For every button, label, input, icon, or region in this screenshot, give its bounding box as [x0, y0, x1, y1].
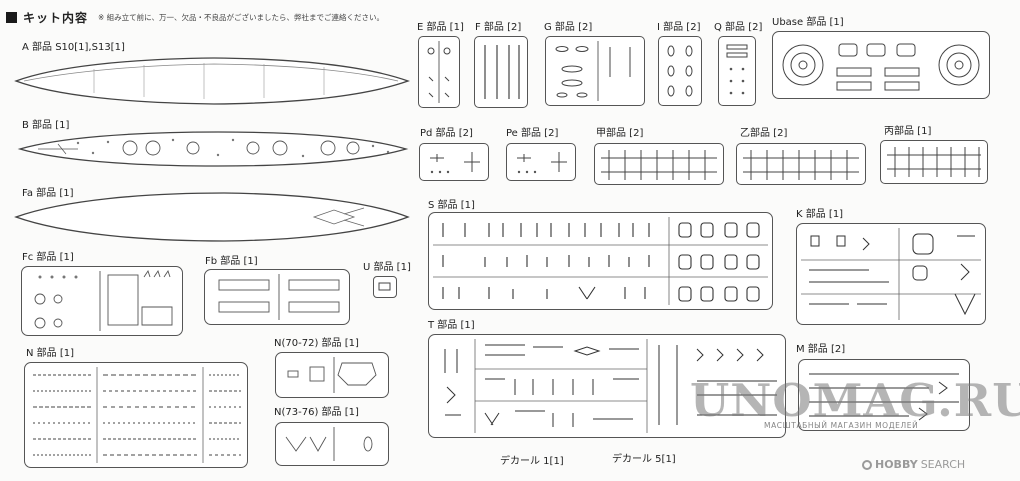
sprue-hei	[880, 140, 988, 184]
sprue-fb-parts	[218, 274, 340, 320]
sprue-f-parts	[484, 45, 520, 99]
label-part-i: I 部品 [2]	[657, 22, 701, 33]
sprue-ko	[594, 143, 724, 185]
sprue-n70-72	[275, 352, 389, 398]
decal-label-5: デカール 5[1]	[612, 454, 676, 465]
label-part-u: U 部品 [1]	[363, 262, 411, 273]
hull-part-fa	[14, 192, 410, 242]
label-part-otsu: 乙部品 [2]	[740, 128, 788, 139]
sprue-pd-parts	[430, 152, 480, 174]
sprue-t-parts	[444, 339, 777, 433]
header-square-icon	[6, 12, 17, 23]
header-note: ※ 組み立て前に、万一、欠品・不良品がございましたら、弊社までご連絡ください。	[98, 13, 384, 22]
label-part-a: A 部品 S10[1],S13[1]	[22, 42, 125, 53]
sprue-pe-parts	[517, 152, 567, 174]
label-part-pe: Pe 部品 [2]	[506, 128, 559, 139]
sprue-u-parts	[378, 282, 391, 291]
label-part-m: M 部品 [2]	[796, 344, 846, 355]
sprue-s-parts	[433, 217, 768, 305]
sprue-s	[428, 212, 773, 310]
hobbysearch-logo-icon	[862, 459, 872, 470]
sprue-g	[545, 36, 645, 106]
hull-part-a	[14, 57, 410, 105]
label-part-fb: Fb 部品 [1]	[205, 256, 258, 267]
sprue-m-parts	[809, 373, 959, 421]
label-part-fc: Fc 部品 [1]	[22, 252, 74, 263]
label-part-t: T 部品 [1]	[428, 320, 475, 331]
sprue-fc	[21, 266, 183, 336]
sprue-k	[796, 223, 986, 325]
sprue-e-parts	[427, 41, 451, 103]
sprue-ko-parts	[601, 150, 717, 180]
source-brand: HOBBY	[875, 458, 918, 471]
label-part-ko: 甲部品 [2]	[596, 128, 644, 139]
sprue-e	[418, 36, 460, 108]
label-part-g: G 部品 [2]	[544, 22, 593, 33]
kit-contents-header: キット内容 ※ 組み立て前に、万一、欠品・不良品がございましたら、弊社までご連絡…	[6, 9, 384, 26]
sprue-i-parts	[667, 45, 693, 97]
sprue-m	[798, 359, 970, 431]
label-part-n: N 部品 [1]	[26, 348, 75, 359]
sprue-ubase-parts	[782, 43, 980, 91]
label-part-fa: Fa 部品 [1]	[22, 188, 74, 199]
sprue-fb	[204, 269, 350, 325]
hull-part-b	[17, 131, 409, 167]
sprue-k-parts	[801, 228, 981, 320]
sprue-g-parts	[555, 41, 631, 101]
label-part-q: Q 部品 [2]	[714, 22, 763, 33]
sprue-otsu-parts	[743, 150, 859, 180]
sprue-fc-parts	[34, 269, 173, 331]
sprue-u	[373, 276, 397, 298]
sprue-q-parts	[726, 44, 748, 95]
sprue-pe	[506, 143, 576, 181]
decal-label-1: デカール 1[1]	[500, 456, 564, 467]
source-credit: HOBBY SEARCH	[862, 458, 965, 471]
label-part-f: F 部品 [2]	[475, 22, 522, 33]
watermark-subtitle: МАСШТАБНЫЙ МАГАЗИН МОДЕЛЕЙ	[764, 421, 919, 430]
sprue-pd	[419, 143, 489, 181]
label-part-k: K 部品 [1]	[796, 209, 844, 220]
sprue-n70-parts	[287, 357, 377, 393]
watermark-logo: UNOMAG.RU	[690, 374, 1020, 427]
label-part-hei: 丙部品 [1]	[884, 126, 932, 137]
label-part-b: B 部品 [1]	[22, 120, 70, 131]
label-part-e: E 部品 [1]	[417, 22, 464, 33]
sprue-ubase	[772, 31, 990, 99]
label-part-n70: N(70-72) 部品 [1]	[274, 338, 359, 349]
sprue-f	[474, 36, 528, 108]
sprue-otsu	[736, 143, 866, 185]
header-title: キット内容	[23, 11, 89, 25]
sprue-t	[428, 334, 786, 438]
sprue-q	[718, 36, 756, 106]
sprue-n	[24, 362, 248, 468]
sprue-i	[658, 36, 702, 106]
sprue-n73-parts	[285, 427, 373, 461]
sprue-hei-parts	[887, 147, 981, 177]
sprue-n73-76	[275, 422, 389, 466]
label-part-s: S 部品 [1]	[428, 200, 475, 211]
label-part-n73: N(73-76) 部品 [1]	[274, 407, 359, 418]
sprue-n-parts	[33, 367, 241, 463]
label-part-ubase: Ubase 部品 [1]	[772, 17, 844, 28]
source-suffix: SEARCH	[920, 458, 966, 471]
label-part-pd: Pd 部品 [2]	[420, 128, 473, 139]
